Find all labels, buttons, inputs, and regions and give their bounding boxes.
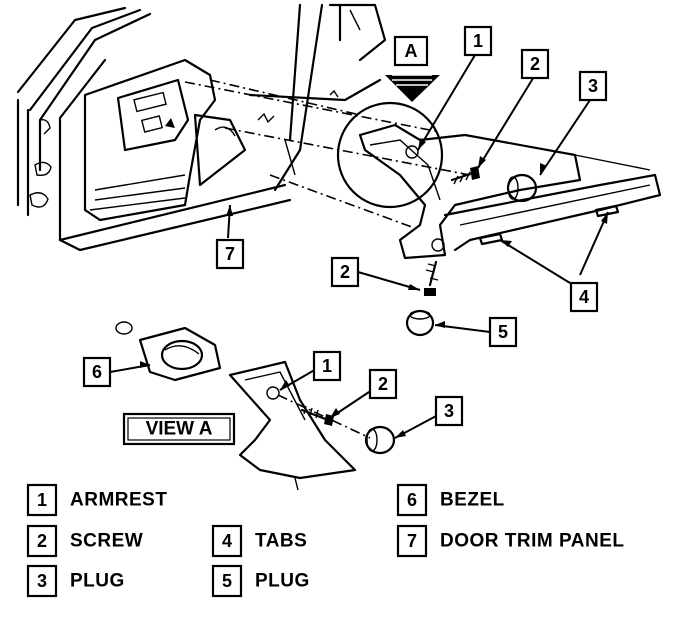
callout-5: 5 — [488, 316, 518, 348]
svg-text:2: 2 — [378, 374, 388, 394]
svg-text:PLUG: PLUG — [255, 571, 310, 592]
svg-text:5: 5 — [498, 322, 508, 342]
callout-2-top: 2 — [520, 48, 550, 80]
svg-text:6: 6 — [407, 490, 417, 510]
callout-2-mid: 2 — [330, 256, 360, 288]
plug-armrest — [506, 173, 538, 203]
legend-item-6: 6 BEZEL — [396, 483, 505, 517]
svg-text:SCREW: SCREW — [70, 531, 143, 552]
svg-text:TABS: TABS — [255, 531, 307, 552]
legend: 1 ARMREST 2 SCREW 3 PLUG 4 TABS 5 PLUG 6… — [26, 483, 624, 598]
callout-6: 6 — [82, 356, 112, 388]
callout-7: 7 — [215, 238, 245, 270]
svg-text:1: 1 — [322, 356, 332, 376]
svg-text:3: 3 — [588, 76, 598, 96]
legend-item-7: 7 DOOR TRIM PANEL — [396, 524, 624, 558]
callout-3-view: 3 — [434, 395, 464, 427]
svg-text:7: 7 — [407, 531, 417, 551]
svg-text:4: 4 — [579, 287, 589, 307]
door-frame-drawing — [16, 3, 471, 252]
svg-text:2: 2 — [530, 54, 540, 74]
view-a-marker-letter: A — [405, 41, 418, 61]
svg-text:PLUG: PLUG — [70, 571, 125, 592]
legend-item-2: 2 SCREW — [26, 524, 143, 558]
svg-text:1: 1 — [473, 31, 483, 51]
callout-2-view: 2 — [368, 368, 398, 400]
svg-text:BEZEL: BEZEL — [440, 490, 505, 511]
view-a-label: VIEW A — [122, 412, 236, 446]
callout-1-top: 1 — [463, 25, 493, 57]
view-a-marker: A — [385, 35, 440, 102]
callout-3-top: 3 — [578, 70, 608, 102]
legend-item-5: 5 PLUG — [211, 564, 310, 598]
svg-text:2: 2 — [37, 531, 47, 551]
legend-item-1: 1 ARMREST — [26, 483, 167, 517]
svg-text:ARMREST: ARMREST — [70, 490, 167, 511]
svg-text:4: 4 — [222, 531, 232, 551]
svg-text:5: 5 — [222, 571, 232, 591]
armrest-drawing — [336, 101, 662, 260]
svg-text:2: 2 — [340, 262, 350, 282]
legend-item-4: 4 TABS — [211, 524, 307, 558]
screw-lower — [424, 260, 439, 296]
plug-lower — [405, 309, 435, 337]
svg-text:DOOR TRIM PANEL: DOOR TRIM PANEL — [440, 531, 624, 552]
callout-1-view: 1 — [312, 350, 342, 382]
screw-upper — [450, 166, 480, 185]
arrowheads — [140, 138, 608, 438]
svg-text:1: 1 — [37, 490, 47, 510]
callout-4: 4 — [569, 281, 599, 313]
svg-text:3: 3 — [444, 401, 454, 421]
svg-text:3: 3 — [37, 571, 47, 591]
view-a-drawing — [115, 321, 396, 491]
svg-text:7: 7 — [225, 244, 235, 264]
svg-text:VIEW A: VIEW A — [146, 419, 213, 440]
legend-item-3: 3 PLUG — [26, 564, 125, 598]
svg-text:6: 6 — [92, 362, 102, 382]
